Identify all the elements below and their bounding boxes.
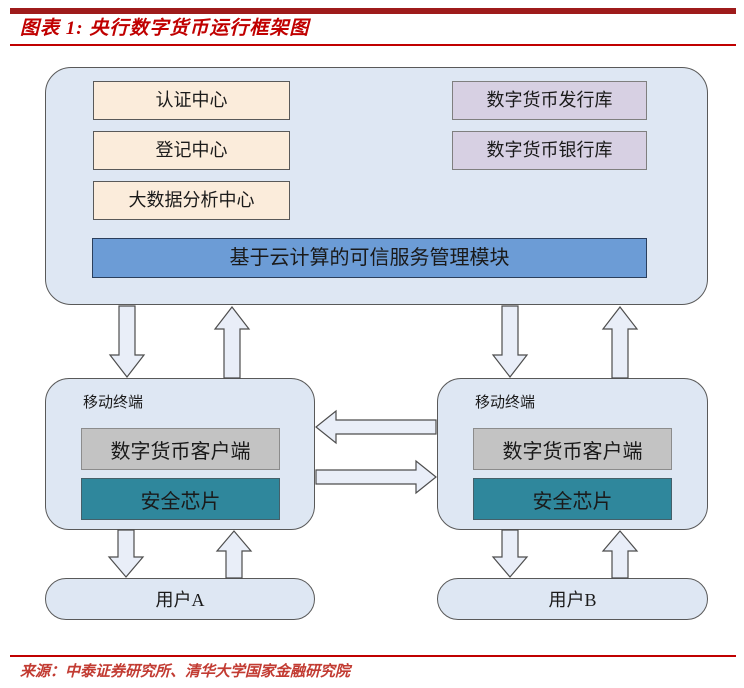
- figure-title: 图表 1: 央行数字货币运行框架图: [20, 18, 310, 39]
- mobile-terminal-a-label: 移动终端: [83, 395, 144, 411]
- registration-center-box: 登记中心: [93, 131, 290, 170]
- digital-currency-client-a-box: 数字货币客户端: [81, 428, 280, 470]
- user-b-box: 用户B: [437, 578, 708, 620]
- source-note: 来源：中泰证券研究所、清华大学国家金融研究院: [20, 664, 351, 680]
- mobile-terminal-b: 移动终端 数字货币客户端 安全芯片: [437, 378, 708, 530]
- security-chip-b-box: 安全芯片: [473, 478, 672, 520]
- left-arrow-icon: [315, 409, 437, 445]
- footer-rule: [10, 655, 736, 657]
- digital-currency-client-b-box: 数字货币客户端: [473, 428, 672, 470]
- mobile-terminal-a: 移动终端 数字货币客户端 安全芯片: [45, 378, 315, 530]
- security-chip-a-box: 安全芯片: [81, 478, 280, 520]
- down-arrow-icon: [107, 529, 145, 578]
- up-arrow-icon: [601, 530, 639, 579]
- right-arrow-icon: [315, 459, 437, 495]
- mobile-terminal-b-label: 移动终端: [475, 395, 536, 411]
- down-arrow-icon: [491, 529, 529, 578]
- currency-bank-vault-box: 数字货币银行库: [452, 131, 647, 170]
- user-a-box: 用户A: [45, 578, 315, 620]
- authentication-center-box: 认证中心: [93, 81, 290, 120]
- up-arrow-icon: [601, 306, 639, 379]
- down-arrow-icon: [108, 305, 146, 378]
- up-arrow-icon: [215, 530, 253, 579]
- header-top-bar: [10, 8, 736, 14]
- title-underline: [10, 44, 736, 46]
- big-data-analysis-center-box: 大数据分析中心: [93, 181, 290, 220]
- down-arrow-icon: [491, 305, 529, 378]
- trusted-service-module-box: 基于云计算的可信服务管理模块: [92, 238, 647, 278]
- currency-issuance-vault-box: 数字货币发行库: [452, 81, 647, 120]
- up-arrow-icon: [213, 306, 251, 379]
